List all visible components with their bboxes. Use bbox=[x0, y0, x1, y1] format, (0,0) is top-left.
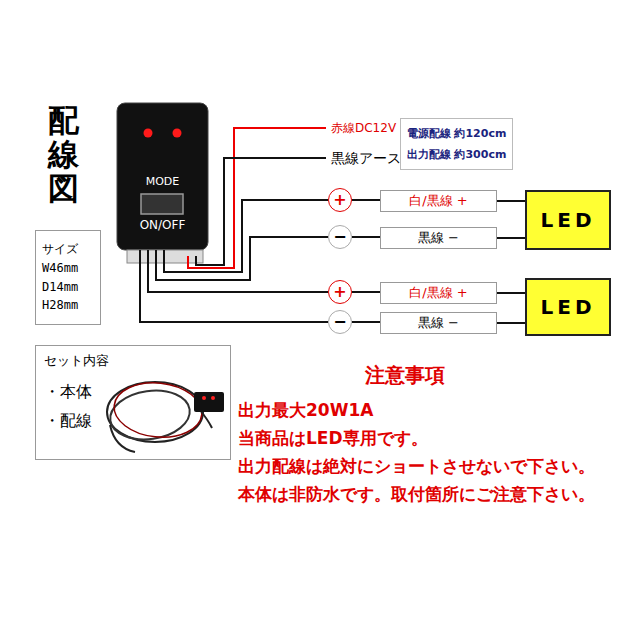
wire-label-box: 黒線 − bbox=[380, 312, 497, 334]
wire-connector bbox=[352, 291, 380, 293]
controller-body: MODE ON/OFF bbox=[117, 103, 208, 250]
wire-connector bbox=[352, 321, 380, 323]
wire-callout: 赤線DC12V bbox=[331, 120, 396, 137]
controller-photo bbox=[194, 392, 224, 412]
cable-end bbox=[110, 425, 135, 452]
wire-label-box: 白/黒線 + bbox=[380, 282, 497, 304]
wire-connector bbox=[497, 322, 525, 324]
indicator-led bbox=[173, 129, 182, 138]
caution-note: 出力配線は絶対にショートさせないで下さい。 bbox=[238, 455, 595, 478]
caution-note: 当商品はLED専用です。 bbox=[238, 427, 428, 450]
wire-callout: 黒線アース bbox=[331, 150, 401, 168]
led-label: LED bbox=[540, 295, 595, 319]
wire-connector bbox=[140, 250, 328, 322]
indicator-led bbox=[202, 396, 206, 400]
wire-connector bbox=[497, 200, 525, 202]
size-box: サイズW46mmD14mmH28mm bbox=[35, 230, 101, 325]
wire-connector bbox=[352, 236, 380, 238]
contents-text: ・配線 bbox=[44, 411, 92, 432]
caution-note: 出力最大20W1A bbox=[238, 399, 373, 422]
minus-terminal: − bbox=[328, 310, 352, 334]
ground-wire bbox=[196, 158, 326, 265]
indicator-led bbox=[211, 396, 215, 400]
terminal-sign: − bbox=[333, 314, 346, 330]
led-box: LED bbox=[525, 190, 611, 250]
size-text: H28mm bbox=[42, 296, 78, 315]
switch-label: ON/OFF bbox=[140, 218, 186, 232]
wire-connector bbox=[352, 199, 380, 201]
plus-terminal: + bbox=[328, 188, 352, 212]
notes-heading: 注意事項 bbox=[365, 362, 445, 389]
caution-note: 本体は非防水です。取付箇所にご注意下さい。 bbox=[238, 483, 595, 506]
power-wire bbox=[188, 128, 326, 268]
product-photo bbox=[107, 379, 224, 452]
wire-name: 黒線 − bbox=[418, 314, 459, 332]
terminal-sign: + bbox=[333, 192, 346, 208]
wire-label-box: 白/黒線 + bbox=[380, 190, 497, 212]
size-text: D14mm bbox=[42, 278, 78, 297]
contents-text: セット内容 bbox=[44, 352, 109, 370]
wire-connector bbox=[156, 237, 328, 280]
plus-terminal: + bbox=[328, 280, 352, 304]
wire-name: 黒線 − bbox=[418, 229, 459, 247]
size-text: W46mm bbox=[42, 259, 78, 278]
indicator-led bbox=[144, 129, 153, 138]
controller-housing bbox=[117, 103, 208, 250]
length-note-box: 電源配線 約120cm 出力配線 約300cm bbox=[400, 118, 513, 170]
wire-name: 白/黒線 + bbox=[409, 284, 467, 302]
led-label: LED bbox=[540, 208, 595, 232]
switch-label: MODE bbox=[146, 175, 180, 188]
wire-connector bbox=[148, 250, 328, 292]
cable-length: 電源配線 約120cm bbox=[407, 126, 507, 141]
terminal-sign: − bbox=[333, 229, 346, 245]
cable-coil bbox=[111, 379, 204, 442]
terminal-sign: + bbox=[333, 284, 346, 300]
wire-name: 白/黒線 + bbox=[409, 192, 467, 210]
diagram-title: 配線図 bbox=[48, 103, 79, 205]
wire-connector bbox=[497, 237, 525, 239]
contents-box: セット内容・本体・配線 bbox=[35, 345, 231, 460]
minus-terminal: − bbox=[328, 225, 352, 249]
size-text: サイズ bbox=[42, 240, 78, 259]
cable-end bbox=[200, 410, 212, 428]
led-box: LED bbox=[525, 278, 611, 336]
wire-connector bbox=[497, 292, 525, 294]
wire-label-box: 黒線 − bbox=[380, 227, 497, 249]
contents-text: ・本体 bbox=[44, 382, 92, 403]
mode-button bbox=[141, 194, 183, 214]
cable-length: 出力配線 約300cm bbox=[407, 147, 507, 162]
